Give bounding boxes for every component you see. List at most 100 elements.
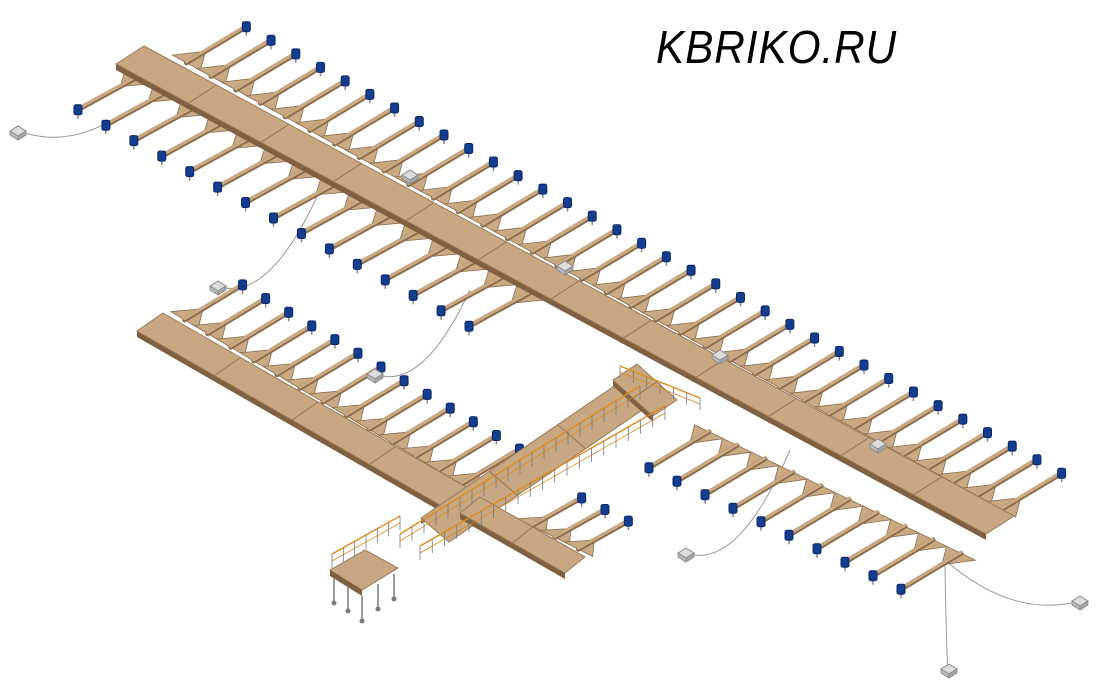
anchor-block-6-side [877,443,887,454]
float-icon [408,289,418,301]
anchor-block-2-side [409,174,419,185]
landing-platform [329,549,399,591]
main-upper-berth-finger-top [506,200,570,240]
main-upper-berth-finger-top [209,37,273,77]
anchor-cable-9 [944,564,950,672]
float-icon [784,529,794,541]
float-icon [129,135,139,147]
main-pontoon-joint [188,84,217,104]
main-upper-berth-finger-top [876,403,940,443]
float-icon [352,258,362,270]
float-icon [1032,454,1042,466]
float-icon [464,143,474,155]
float-icon [365,88,375,100]
main-pontoon-joint [333,162,362,183]
watermark-logo: KBRIKO.RU [656,21,898,73]
cross-pontoon-side [460,513,565,579]
landing-platform-side [330,570,362,596]
main-lower-berth-b-finger-top [787,496,851,536]
float-icon [185,166,195,178]
connector-walkway-joint [557,424,587,450]
main-lower-berth-b-finger-top [899,550,963,590]
main-upper-berth-finger-top [283,78,347,118]
main-lower-berth-a-finger-top [76,73,142,111]
main-lower-berth-b-finger-top [703,456,767,496]
main-upper-berth-finger-top [580,240,644,280]
main-upper-berth-finger-top [703,308,767,348]
main-lower-berth-b-finger-top [759,483,823,523]
float-icon [859,359,869,371]
anchor-block-0-side [17,130,27,141]
float-icon [908,386,918,398]
main-pontoon-joint [405,202,435,222]
cross-pontoon-joint [512,526,533,544]
landing-foot [345,608,351,614]
main-pontoon-joint [913,476,942,496]
main-upper-berth-finger-top [654,281,718,321]
main-upper-berth-finger-top [753,335,817,375]
main-lower-berth-b-finger-top [815,510,879,550]
float-icon [735,291,745,303]
main-lower-berth-a-finger-top [104,88,170,126]
anchor-block-1-side [217,285,227,296]
main-upper-berth-finger-top [357,118,421,158]
float-icon [307,320,317,332]
float-icon [266,34,276,46]
float-icon [464,320,474,332]
main-upper-berth-finger-top [629,267,693,307]
main-lower-berth-a-finger-top [467,289,533,327]
float-icon [600,504,610,515]
anchor-block-4-side [374,373,384,384]
float-icon [157,150,167,162]
secondary-berth-finger-top [367,391,429,430]
main-lower-berth-b-finger-top [647,429,711,469]
main-lower-berth-a-finger-top [439,274,505,312]
float-icon [269,212,278,224]
float-icon [587,210,597,222]
main-lower-berth-a-finger-top [299,196,365,234]
float-icon [868,570,878,582]
float-icon [884,373,894,385]
float-icon [213,181,223,193]
main-upper-berth-finger-top [851,389,915,429]
float-icon [491,429,501,441]
float-icon [261,293,271,305]
anchor-block-9-side [948,668,958,679]
float-icon [436,305,446,317]
float-icon [958,413,968,425]
float-icon [324,243,334,255]
float-icon [756,516,766,528]
cross-berth-finger-top [553,507,607,538]
main-upper-berth-finger-top [555,227,619,267]
main-pontoon-joint [840,437,870,457]
landing-foot [359,618,365,624]
junction-platform-side [613,380,653,422]
float-icon [1057,467,1067,479]
secondary-berth-finger-top [344,378,406,417]
cross-berth-finger-top [530,495,584,527]
anchor-block-5-side [719,354,729,365]
float-icon [414,115,424,127]
main-lower-berth-a-finger-top [272,181,337,219]
main-upper-berth-finger-top [382,132,446,172]
float-icon [488,156,498,168]
float-icon [637,237,647,249]
main-upper-berth-finger-top [234,51,298,91]
secondary-pontoon-joint [291,401,319,421]
main-lower-berth-a-finger-top [411,258,477,296]
gangway-railings [331,365,701,568]
anchor-blocks [9,125,1089,679]
main-upper-berth-finger-top [184,24,248,64]
main-upper-berth-finger-top [481,186,545,226]
anchor-block-7-side [685,552,695,563]
float-icon [983,427,993,439]
main-upper-berth-finger-top [827,376,891,416]
float-icon [291,48,301,60]
anchor-block-3-side [564,265,574,276]
main-upper-berth-finger-top [678,294,742,334]
float-icon [672,475,682,487]
float-icon [468,416,478,428]
float-icon [612,224,622,236]
pontoon-decks [115,45,1015,624]
